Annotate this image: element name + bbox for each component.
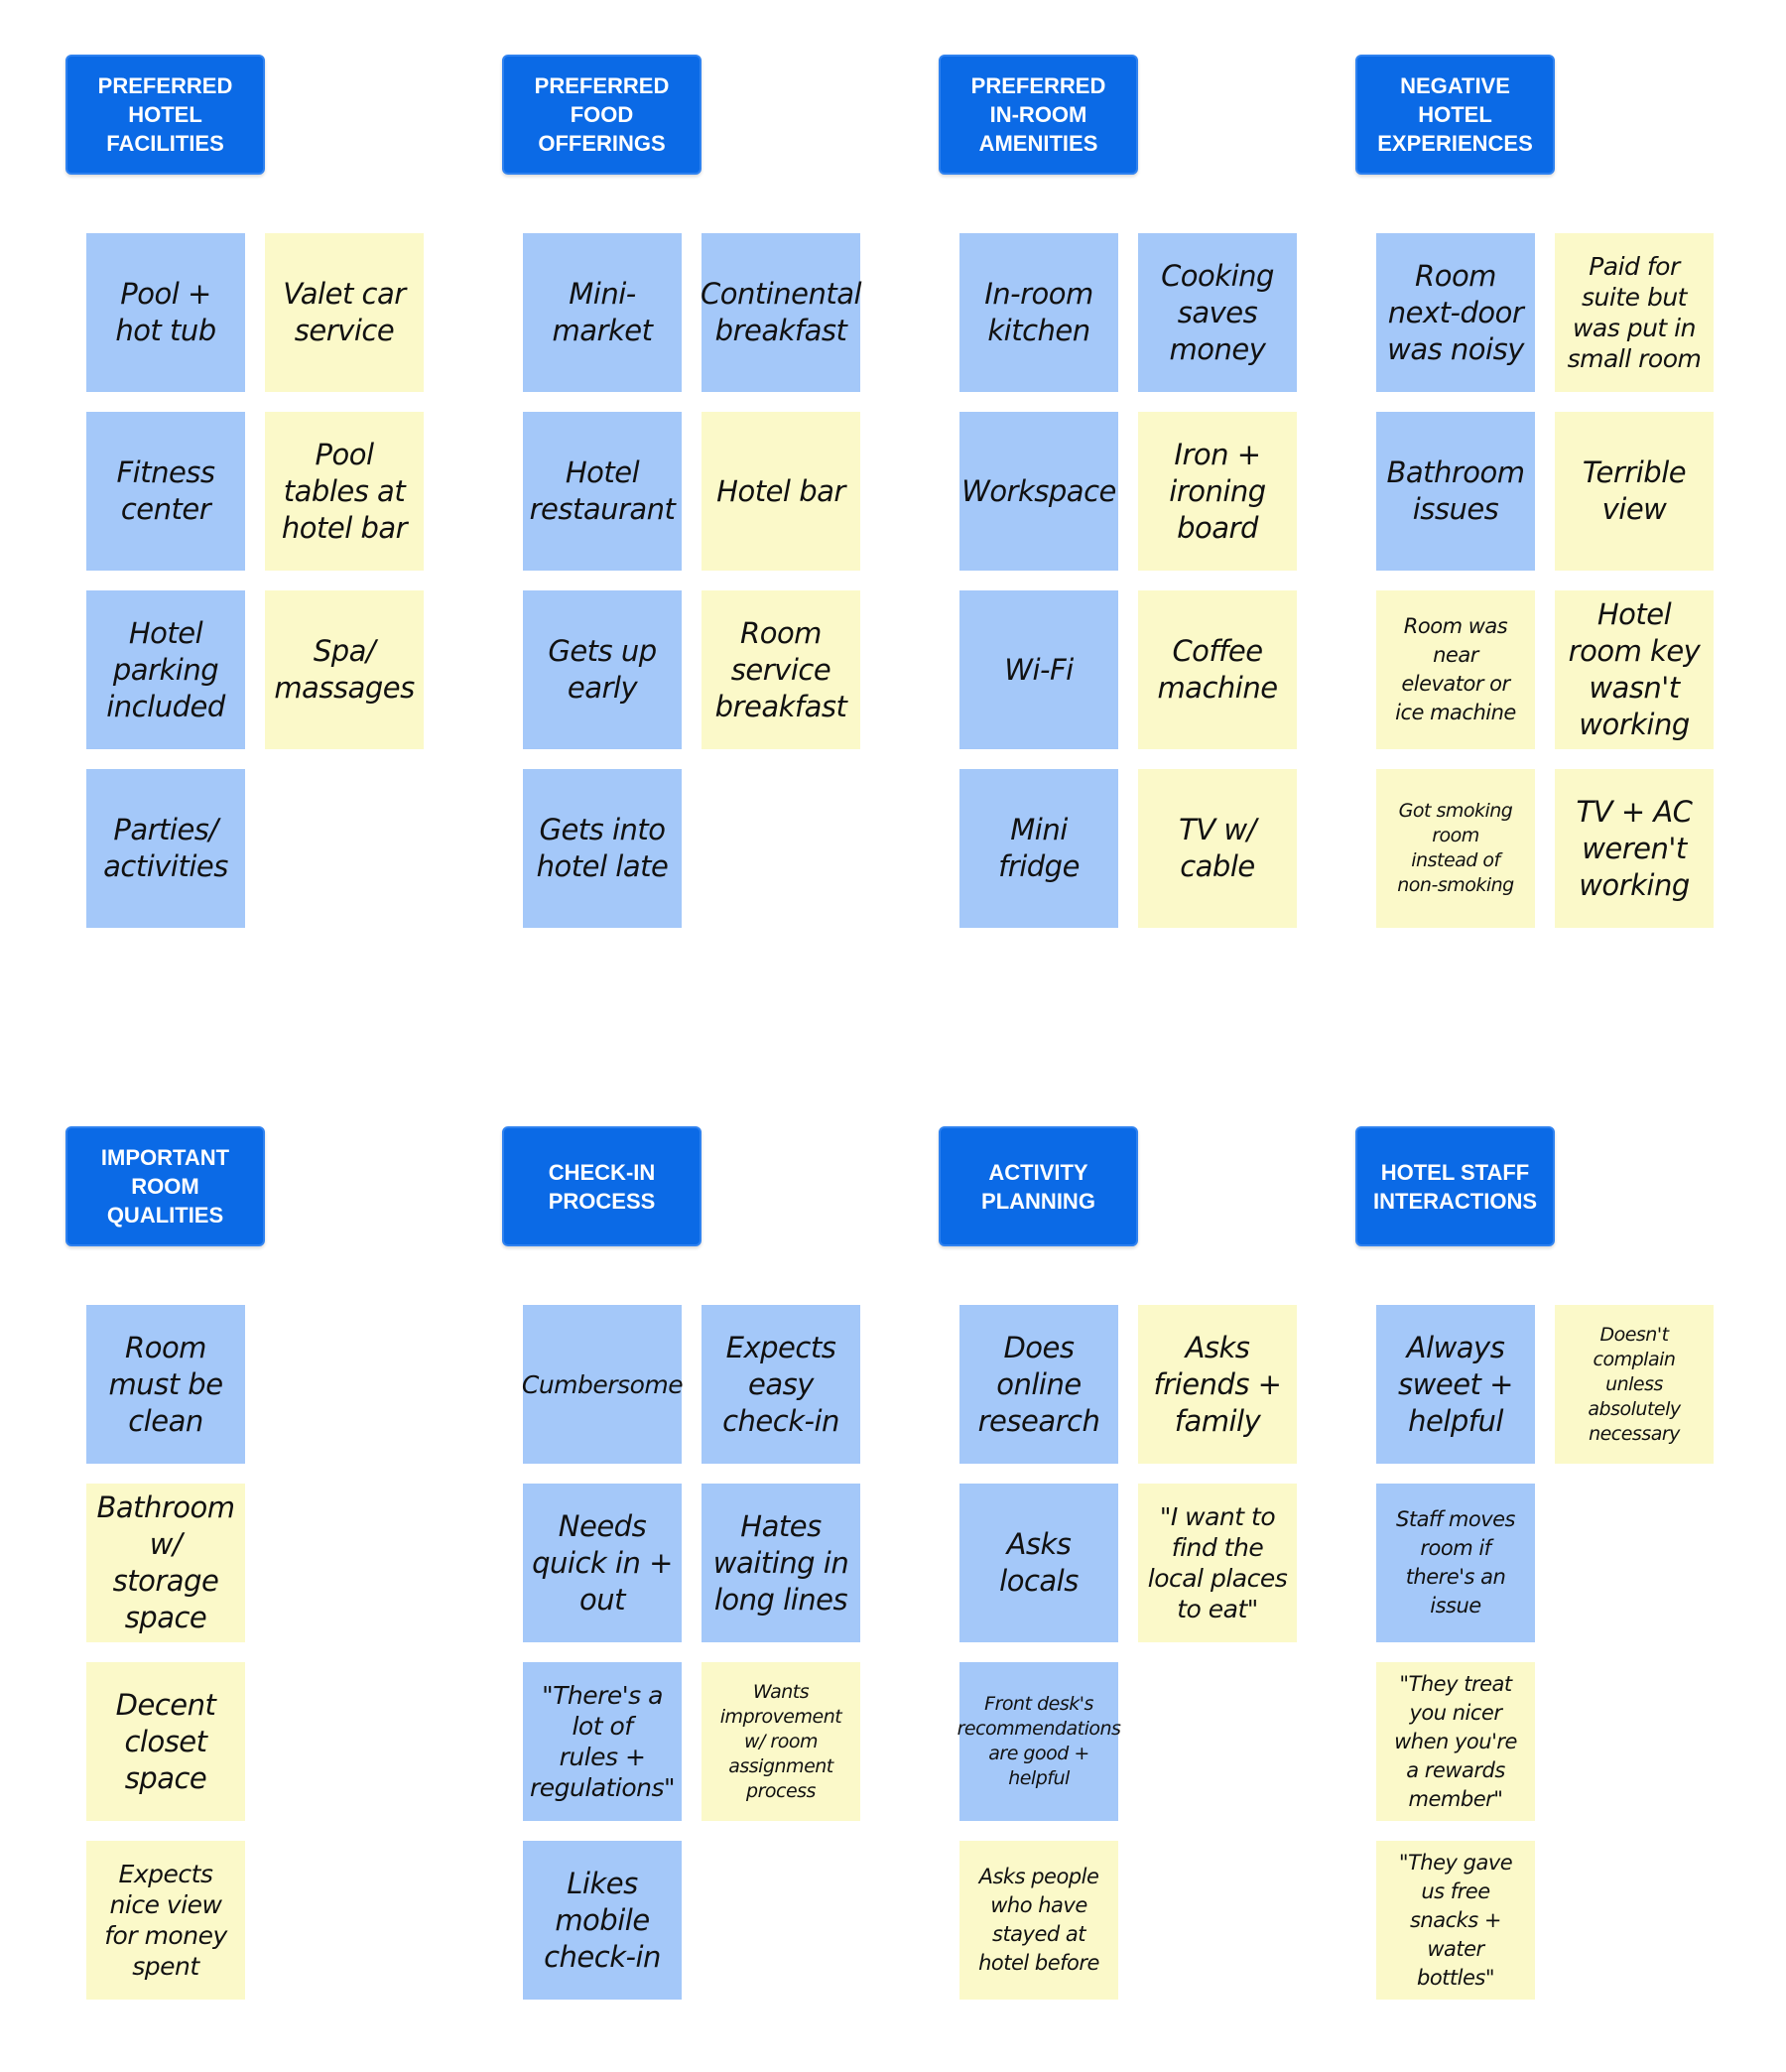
sticky-note-parties-activities[interactable]: Parties/ activities (86, 769, 245, 928)
sticky-note-fitness-center[interactable]: Fitness center (86, 412, 245, 571)
sticky-note-continental-breakfast[interactable]: Continental breakfast (701, 233, 862, 392)
sticky-note-iron-ironing-board[interactable]: Iron + ironing board (1138, 412, 1297, 571)
sticky-note-they-treat-you-nicer-when-you-re-a-rewar[interactable]: "They treat you nicer when you're a rewa… (1376, 1662, 1535, 1821)
sticky-note-room-next-door-was-noisy[interactable]: Room next-door was noisy (1376, 233, 1535, 392)
sticky-note-staff-moves-room-if-there-s-an-issue[interactable]: Staff moves room if there's an issue (1376, 1484, 1535, 1642)
sticky-note-valet-car-service[interactable]: Valet car service (265, 233, 424, 392)
sticky-note-bathroom-w-storage-space[interactable]: Bathroom w/ storage space (86, 1484, 245, 1642)
sticky-note-workspace[interactable]: Workspace (959, 412, 1118, 571)
sticky-note-i-want-to-find-the-local-places-to-eat[interactable]: "I want to find the local places to eat" (1138, 1484, 1297, 1642)
sticky-note-asks-friends-family[interactable]: Asks friends + family (1138, 1305, 1297, 1464)
group-header-important-room-qualities: IMPORTANT ROOM QUALITIES (65, 1126, 265, 1246)
sticky-note-gets-into-hotel-late[interactable]: Gets into hotel late (523, 769, 682, 928)
sticky-note-mini-market[interactable]: Mini- market (523, 233, 682, 392)
sticky-note-bathroom-issues[interactable]: Bathroom issues (1376, 412, 1535, 571)
group-header-preferred-in-room-amenities: PREFERRED IN-ROOM AMENITIES (939, 55, 1138, 175)
group-header-activity-planning: ACTIVITY PLANNING (939, 1126, 1138, 1246)
sticky-note-asks-people-who-have-stayed-at-hotel-bef[interactable]: Asks people who have stayed at hotel bef… (959, 1841, 1118, 2000)
sticky-note-in-room-kitchen[interactable]: In-room kitchen (959, 233, 1118, 392)
sticky-note-cooking-saves-money[interactable]: Cooking saves money (1138, 233, 1297, 392)
sticky-note-there-s-a-lot-of-rules-regulations[interactable]: "There's a lot of rules + regulations" (523, 1662, 682, 1821)
sticky-note-got-smoking-room-instead-of-non-smoking[interactable]: Got smoking room instead of non-smoking (1376, 769, 1535, 928)
group-header-negative-hotel-experiences: NEGATIVE HOTEL EXPERIENCES (1355, 55, 1555, 175)
sticky-note-wants-improvement-w-room-assignment-proc[interactable]: Wants improvement w/ room assignment pro… (702, 1662, 860, 1821)
sticky-note-room-must-be-clean[interactable]: Room must be clean (86, 1305, 245, 1464)
sticky-note-likes-mobile-check-in[interactable]: Likes mobile check-in (523, 1841, 682, 2000)
sticky-note-hotel-restaurant[interactable]: Hotel restaurant (523, 412, 682, 571)
sticky-note-always-sweet-helpful[interactable]: Always sweet + helpful (1376, 1305, 1535, 1464)
sticky-note-hotel-bar[interactable]: Hotel bar (702, 412, 860, 571)
sticky-note-expects-easy-check-in[interactable]: Expects easy check-in (702, 1305, 860, 1464)
sticky-note-room-service-breakfast[interactable]: Room service breakfast (702, 590, 860, 749)
sticky-note-doesn-t-complain-unless-absolutely-neces[interactable]: Doesn't complain unless absolutely neces… (1555, 1305, 1714, 1464)
sticky-note-wi-fi[interactable]: Wi-Fi (959, 590, 1118, 749)
sticky-note-coffee-machine[interactable]: Coffee machine (1138, 590, 1297, 749)
sticky-note-needs-quick-in-out[interactable]: Needs quick in + out (523, 1484, 682, 1642)
group-header-hotel-staff-interactions: HOTEL STAFF INTERACTIONS (1355, 1126, 1555, 1246)
sticky-note-they-gave-us-free-snacks-water-bottles[interactable]: "They gave us free snacks + water bottle… (1376, 1841, 1535, 2000)
group-header-check-in-process: CHECK-IN PROCESS (502, 1126, 702, 1246)
sticky-note-gets-up-early[interactable]: Gets up early (523, 590, 682, 749)
sticky-note-tv-ac-weren-t-working[interactable]: TV + AC weren't working (1555, 769, 1714, 928)
sticky-note-hotel-room-key-wasn-t-working[interactable]: Hotel room key wasn't working (1555, 590, 1714, 749)
sticky-note-tv-w-cable[interactable]: TV w/ cable (1138, 769, 1297, 928)
sticky-note-cumbersome[interactable]: Cumbersome (522, 1305, 684, 1464)
sticky-note-expects-nice-view-for-money-spent[interactable]: Expects nice view for money spent (86, 1841, 245, 2000)
group-header-preferred-hotel-facilities: PREFERRED HOTEL FACILITIES (65, 55, 265, 175)
sticky-note-asks-locals[interactable]: Asks locals (959, 1484, 1118, 1642)
sticky-note-pool-tables-at-hotel-bar[interactable]: Pool tables at hotel bar (265, 412, 424, 571)
sticky-note-decent-closet-space[interactable]: Decent closet space (86, 1662, 245, 1821)
sticky-note-spa-massages[interactable]: Spa/ massages (265, 590, 424, 749)
sticky-note-hates-waiting-in-long-lines[interactable]: Hates waiting in long lines (702, 1484, 860, 1642)
sticky-note-does-online-research[interactable]: Does online research (959, 1305, 1118, 1464)
sticky-note-hotel-parking-included[interactable]: Hotel parking included (86, 590, 245, 749)
sticky-note-room-was-near-elevator-or-ice-machine[interactable]: Room was near elevator or ice machine (1376, 590, 1535, 749)
sticky-note-pool-hot-tub[interactable]: Pool + hot tub (86, 233, 245, 392)
sticky-note-front-desk-s-recommendations-are-good-he[interactable]: Front desk's recommendations are good + … (957, 1662, 1121, 1821)
sticky-note-terrible-view[interactable]: Terrible view (1555, 412, 1714, 571)
sticky-note-paid-for-suite-but-was-put-in-small-room[interactable]: Paid for suite but was put in small room (1555, 233, 1714, 392)
group-header-preferred-food-offerings: PREFERRED FOOD OFFERINGS (502, 55, 702, 175)
sticky-note-mini-fridge[interactable]: Mini fridge (959, 769, 1118, 928)
